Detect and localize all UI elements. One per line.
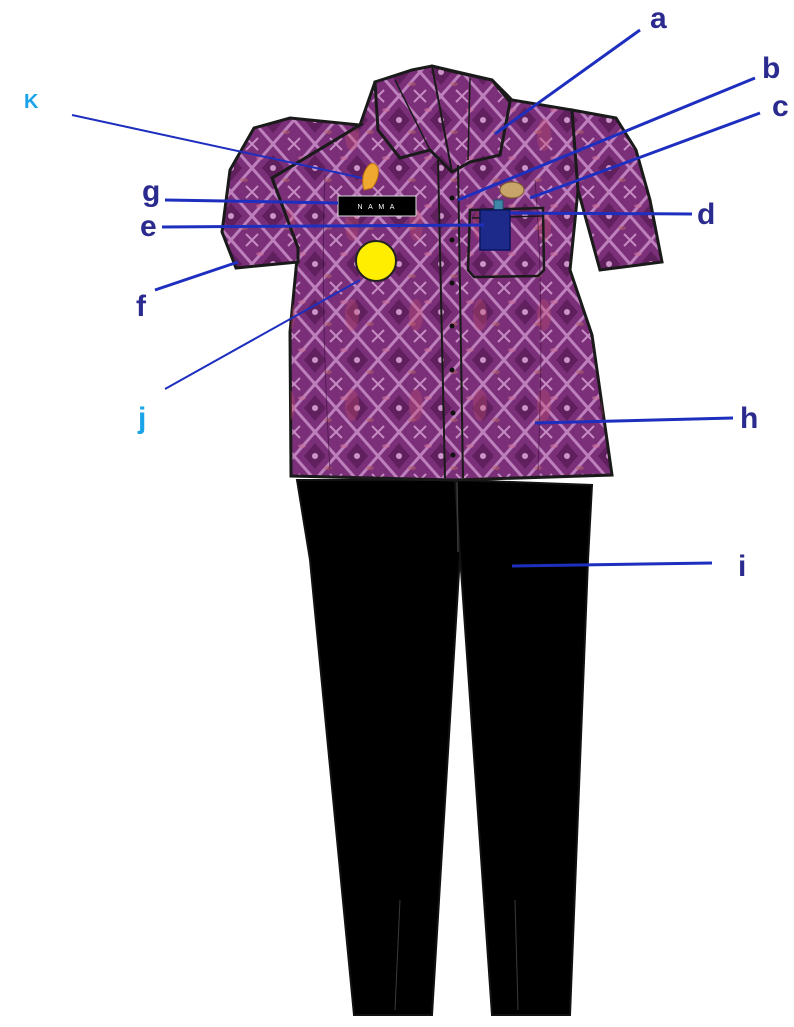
trousers-left-leg: [297, 480, 460, 1015]
label-e: e: [140, 210, 157, 243]
trousers: [297, 480, 592, 1015]
leader-line-e: [162, 225, 484, 227]
label-f: f: [136, 290, 147, 323]
label-k: K: [24, 91, 39, 113]
label-j: j: [137, 402, 146, 435]
label-c: c: [772, 90, 789, 123]
label-d: d: [697, 198, 715, 231]
name-tag: N A M A: [338, 196, 416, 216]
name-tag-text: N A M A: [358, 204, 397, 211]
yellow-badge: [356, 241, 396, 281]
leader-line-d: [510, 213, 692, 214]
label-a: a: [650, 2, 667, 35]
label-h: h: [740, 402, 758, 435]
label-b: b: [762, 52, 780, 85]
label-g: g: [142, 175, 160, 208]
label-i: i: [738, 550, 746, 583]
shirt: [222, 66, 662, 480]
trousers-right-leg: [455, 480, 592, 1015]
leader-line-f: [155, 262, 238, 290]
id-card-badge: [480, 210, 510, 250]
